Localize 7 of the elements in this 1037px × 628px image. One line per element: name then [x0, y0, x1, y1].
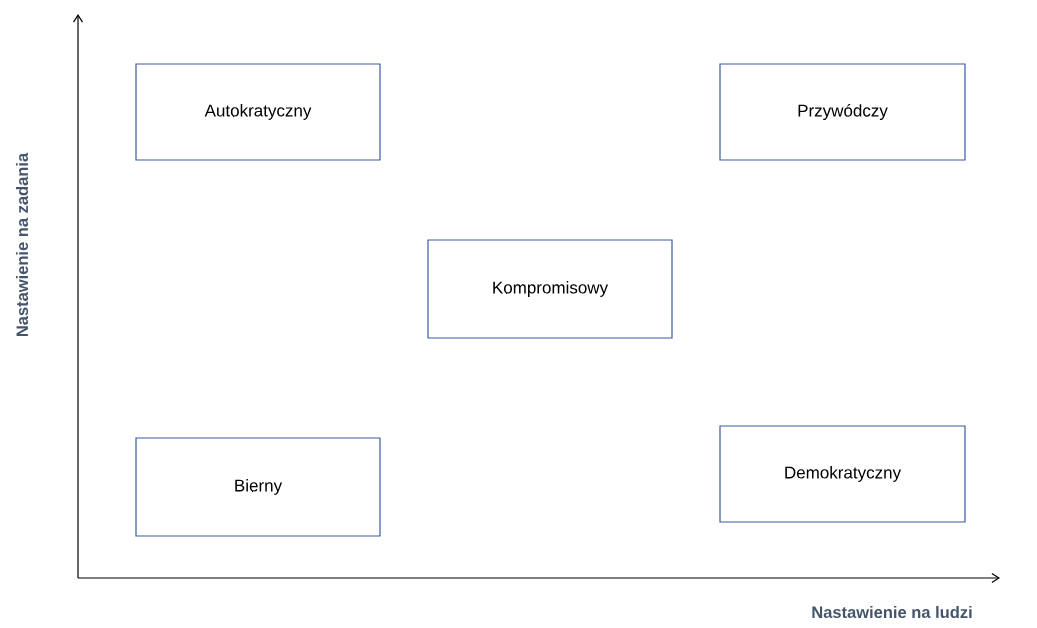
- axis-title: Nastawienie na ludzi: [812, 605, 972, 619]
- label-box: Przywódczy: [719, 63, 966, 161]
- label-box: Kompromisowy: [427, 239, 673, 339]
- axis-title: Nastawienie na zadania: [15, 152, 29, 337]
- label-box: Autokratyczny: [135, 63, 381, 161]
- label-box: Bierny: [135, 437, 381, 537]
- label-box: Demokratyczny: [719, 425, 966, 523]
